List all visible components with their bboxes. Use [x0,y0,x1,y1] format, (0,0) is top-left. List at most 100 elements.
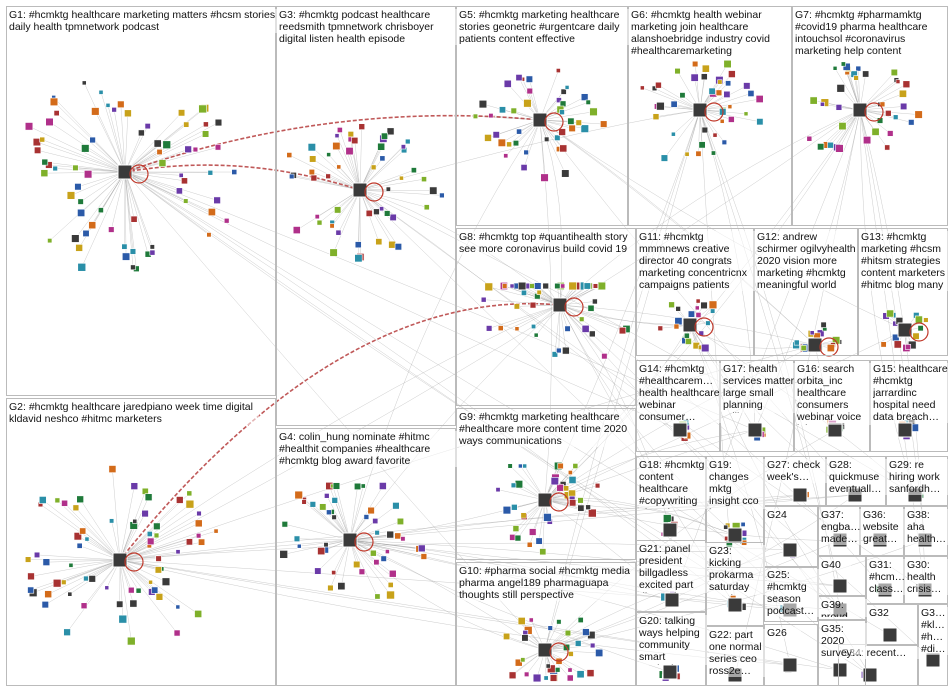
node-g1-16 [156,148,163,156]
group-label-g8: G8: #hcmktg top #quantihealth story see … [459,231,635,255]
node-g11-3 [695,298,701,304]
node-g1-6 [91,107,100,116]
node-g4-11 [314,567,322,575]
hub-node-g5 [532,112,548,128]
nodes-layer [24,59,941,683]
node-g10-31 [582,628,590,636]
hub-edge-2 [119,302,561,561]
node-g9-17 [522,463,528,469]
node-g3-26 [316,219,323,226]
node-g4-9 [327,584,334,592]
node-g1-65 [129,248,137,255]
node-g6-0 [660,154,669,162]
node-g6-19 [690,73,699,82]
node-g13-9 [917,325,924,332]
node-g7-23 [806,135,813,142]
hub-node-g10 [537,642,553,658]
node-g9-0 [512,525,520,532]
node-g1-2 [75,244,83,252]
node-g3-5 [429,186,438,195]
node-g4-6 [358,568,366,575]
node-g8-10 [562,346,570,355]
node-g9-2 [502,505,512,515]
node-g2-15 [194,519,203,528]
node-g4-35 [374,593,381,600]
node-g2-59 [76,542,83,549]
node-g2-8 [173,629,181,637]
self-loop-g4 [354,532,374,552]
node-g6-21 [727,104,733,110]
node-g1-7 [138,129,145,137]
node-g7-12 [838,122,847,131]
node-g1-25 [121,243,128,250]
node-g4-33 [394,532,402,540]
node-g11-13 [657,325,664,332]
node-g4-16 [385,549,390,554]
node-g1-8 [201,130,210,138]
node-g5-31 [559,109,565,115]
group-label-g28: G28: quickmuse eventuall… [829,459,887,495]
self-loop-g2 [124,552,144,572]
node-g8-42 [560,283,566,289]
node-g3-8 [439,192,445,199]
node-g7-15 [832,65,838,71]
node-g9-20 [577,497,584,504]
hub-node-g34 [862,667,878,683]
node-g2-11 [72,504,80,512]
node-g7-16 [853,75,859,81]
node-g5-25 [526,87,533,95]
node-g2-20 [76,495,84,504]
node-g1-36 [117,100,125,109]
node-g7-17 [885,110,892,117]
node-g3-43 [307,143,316,152]
group-box-g34 [838,644,918,686]
node-g7-27 [895,79,901,84]
node-g5-30 [515,74,523,82]
node-g1-28 [183,198,189,204]
node-g2-41 [155,593,164,601]
node-g2-38 [195,533,202,539]
node-g8-18 [551,351,559,358]
node-g6-15 [747,90,755,97]
node-g11-18 [685,337,692,345]
node-g2-22 [52,578,62,588]
node-g5-26 [523,149,529,156]
node-g6-18 [655,81,662,89]
group-label-g16: G16: search orbita_inc healthcare consum… [797,363,871,425]
self-loop-g7 [864,102,884,122]
group-label-g24: G24 [767,509,801,521]
node-g1-35 [207,170,214,176]
node-g6-28 [639,85,645,91]
group-label-g36: G36: website great… [863,509,905,545]
node-g7-32 [809,96,818,105]
node-g3-23 [405,138,411,145]
group-box-g1 [6,6,276,396]
group-label-g14: G14: #hcmktg #healthcarem… health health… [639,363,721,423]
node-g1-41 [162,140,171,149]
group-box-g9 [456,408,636,560]
node-g5-17 [512,140,520,147]
group-box-g7 [792,6,948,226]
node-g5-22 [568,124,576,132]
node-g3-9 [326,152,332,157]
node-g2-48 [146,537,155,546]
node-g2-14 [83,575,89,582]
group-label-g37: G37: engba… made… [821,509,861,545]
node-g10-16 [574,640,582,647]
node-g3-34 [329,223,335,229]
node-g11-15 [705,320,711,326]
node-g4-39 [353,560,361,569]
node-g6-30 [756,118,764,126]
node-g5-4 [589,107,598,116]
node-g1-68 [158,159,167,167]
node-g9-13 [514,480,524,489]
node-g3-28 [354,241,362,249]
node-g1-63 [181,177,188,185]
node-g3-32 [389,213,397,221]
node-g8-26 [529,301,537,309]
node-g4-48 [332,482,341,490]
node-g9-27 [510,482,517,489]
node-g2-5 [44,590,53,599]
node-g7-24 [908,119,915,126]
